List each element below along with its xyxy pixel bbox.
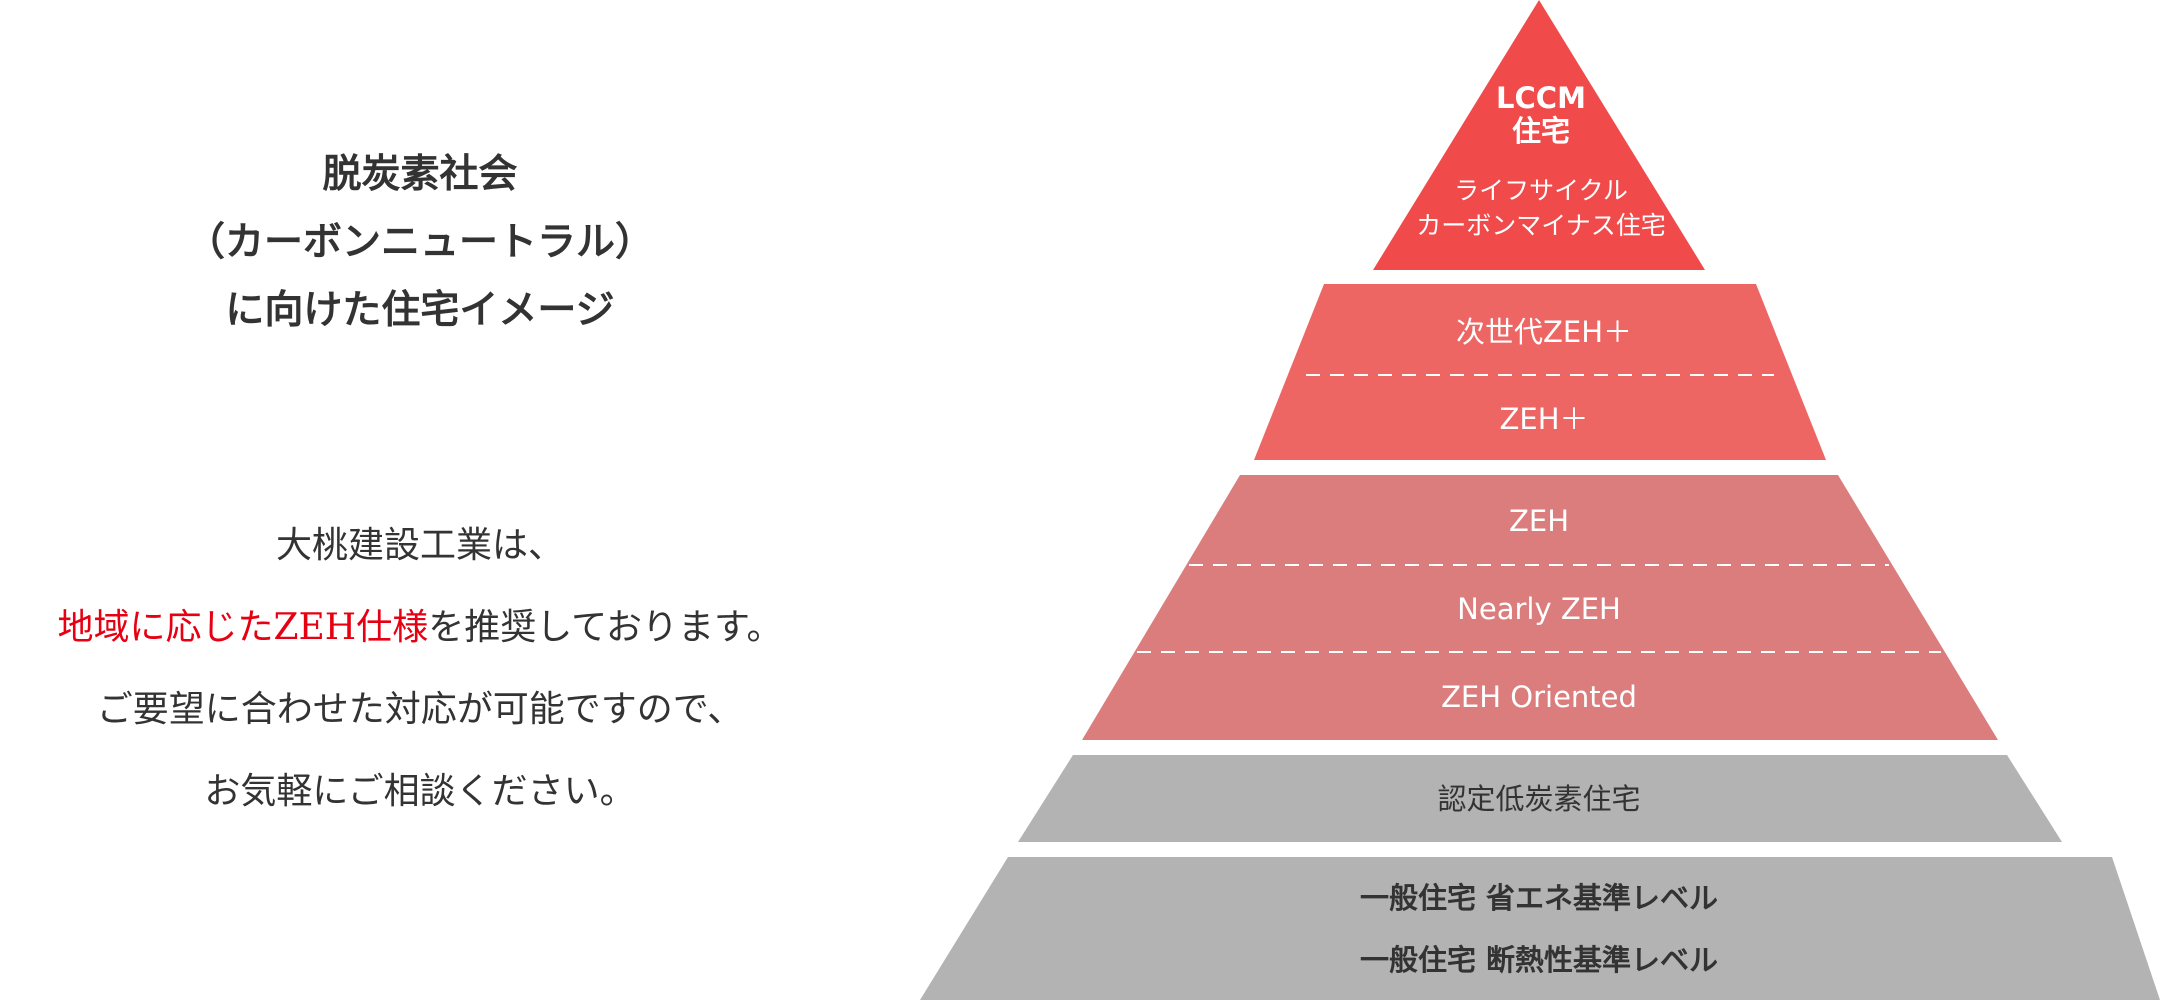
- lccm-title-line-2: 住宅: [1512, 114, 1570, 148]
- lccm-title-line-1: LCCM: [1496, 81, 1586, 115]
- heading-line-3: に向けた住宅イメージ: [225, 287, 615, 333]
- heading-line-2: （カーボンニュートラル）: [185, 219, 654, 265]
- message-line-1: 大桃建設工業は、: [275, 525, 564, 566]
- pyramid-tier-lccm: [1373, 0, 1705, 270]
- message-line-2: 地域に応じたZEH仕様を推奨しております。: [0, 587, 840, 669]
- low-carbon-housing-label: 認定低炭素住宅: [1437, 782, 1640, 816]
- message-line-4: お気軽にご相談ください。: [204, 771, 636, 812]
- pyramid-tier-general-housing: [920, 857, 2160, 1000]
- company-message: 大桃建設工業は、 地域に応じたZEH仕様を推奨しております。 ご要望に合わせた対…: [0, 505, 840, 833]
- lccm-subtitle-line-2: カーボンマイナス住宅: [1416, 211, 1666, 240]
- zeh-oriented-label: ZEH Oriented: [1441, 680, 1637, 714]
- nearly-zeh-label: Nearly ZEH: [1457, 592, 1621, 626]
- message-highlight: 地域に応じたZEH仕様: [57, 607, 429, 648]
- energy-standard-label: 一般住宅 省エネ基準レベル: [1360, 881, 1718, 915]
- lccm-subtitle-line-1: ライフサイクル: [1454, 176, 1628, 205]
- message-line-2-rest: を推奨しております。: [428, 607, 783, 648]
- zeh-label: ZEH: [1509, 504, 1569, 538]
- pyramid-tier-next-gen-zeh-plus: [1254, 284, 1826, 460]
- next-gen-zeh-plus-label: 次世代ZEH＋: [1456, 315, 1632, 349]
- pyramid-tier-low-carbon: [1018, 755, 2062, 842]
- heading-line-1: 脱炭素社会: [322, 151, 518, 197]
- diagram-heading: 脱炭素社会 （カーボンニュートラル） に向けた住宅イメージ: [0, 140, 840, 344]
- pyramid-tier-zeh: [1082, 475, 1998, 740]
- insulation-standard-label: 一般住宅 断熱性基準レベル: [1360, 943, 1718, 977]
- message-line-3: ご要望に合わせた対応が可能ですので、: [96, 689, 744, 730]
- zeh-plus-label: ZEH＋: [1500, 402, 1589, 436]
